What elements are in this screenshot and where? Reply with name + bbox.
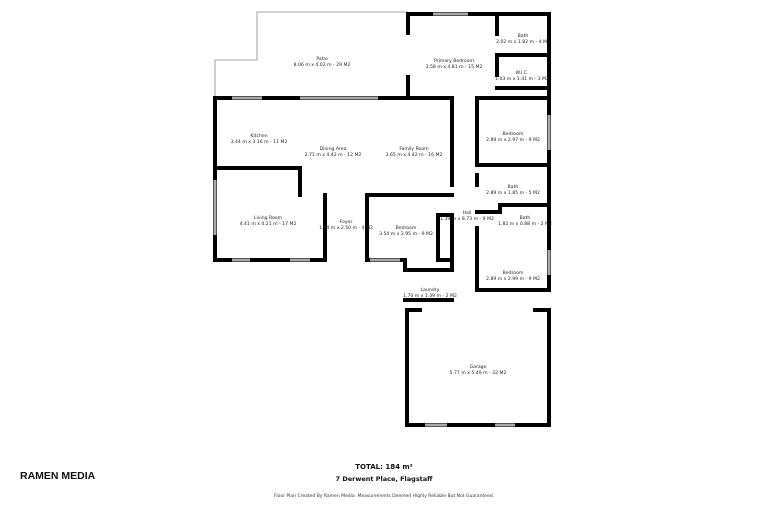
patio-outline (214, 11, 408, 98)
address: 7 Derwent Place, Flagstaff (335, 475, 433, 483)
windows (213, 12, 551, 427)
disclaimer: Floor Plan Created By Ramen Media. Measu… (273, 494, 495, 499)
room-label-wic: W.I.C.1.03 m x 1.41 m - 3 M2 (495, 70, 549, 82)
brand-logo: RAMEN MEDIA (20, 470, 96, 482)
total-area: TOTAL: 184 m² (355, 463, 413, 471)
